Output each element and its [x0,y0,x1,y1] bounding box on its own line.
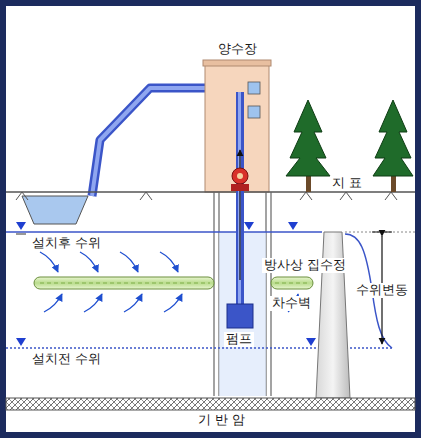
fluctuation-label: 수위변동 [354,283,410,298]
cutoff-wall-label: 차수벽 [270,296,313,311]
collector-well-label: 방사상 집수정 [262,258,348,273]
water-level-after-label: 설치후 수위 [30,236,103,251]
bedrock-label: 기 반 암 [196,413,247,428]
water-level-before-label: 설치전 수위 [30,352,103,367]
pump-label: 펌프 [224,332,254,347]
station-label: 양수장 [216,42,259,57]
ground-label: 지 표 [330,176,364,191]
